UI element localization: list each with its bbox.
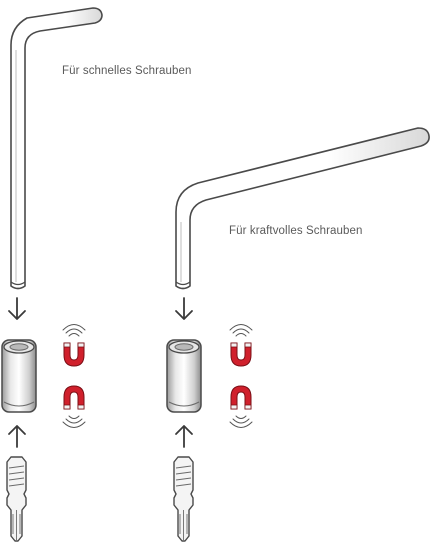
right-sleeve-icon <box>166 339 202 413</box>
left-torx-bit-icon <box>6 456 27 542</box>
left-up-arrow-icon <box>8 425 26 448</box>
left-lower-magnet-icon <box>62 385 86 428</box>
right-upper-magnet-icon <box>229 324 253 367</box>
right-torx-bit-icon <box>173 456 194 542</box>
left-down-arrow-icon <box>8 297 26 320</box>
right-lower-magnet-icon <box>229 385 253 428</box>
right-down-arrow-icon <box>175 297 193 320</box>
left-hex-key-icon <box>10 7 103 290</box>
caption-quick-screwing: Für schnelles Schrauben <box>62 65 192 77</box>
caption-powerful-screwing: Für kraftvolles Schrauben <box>229 225 363 237</box>
left-sleeve-icon <box>1 339 37 413</box>
right-up-arrow-icon <box>175 425 193 448</box>
left-upper-magnet-icon <box>62 324 86 367</box>
right-hex-key-icon <box>175 127 430 290</box>
